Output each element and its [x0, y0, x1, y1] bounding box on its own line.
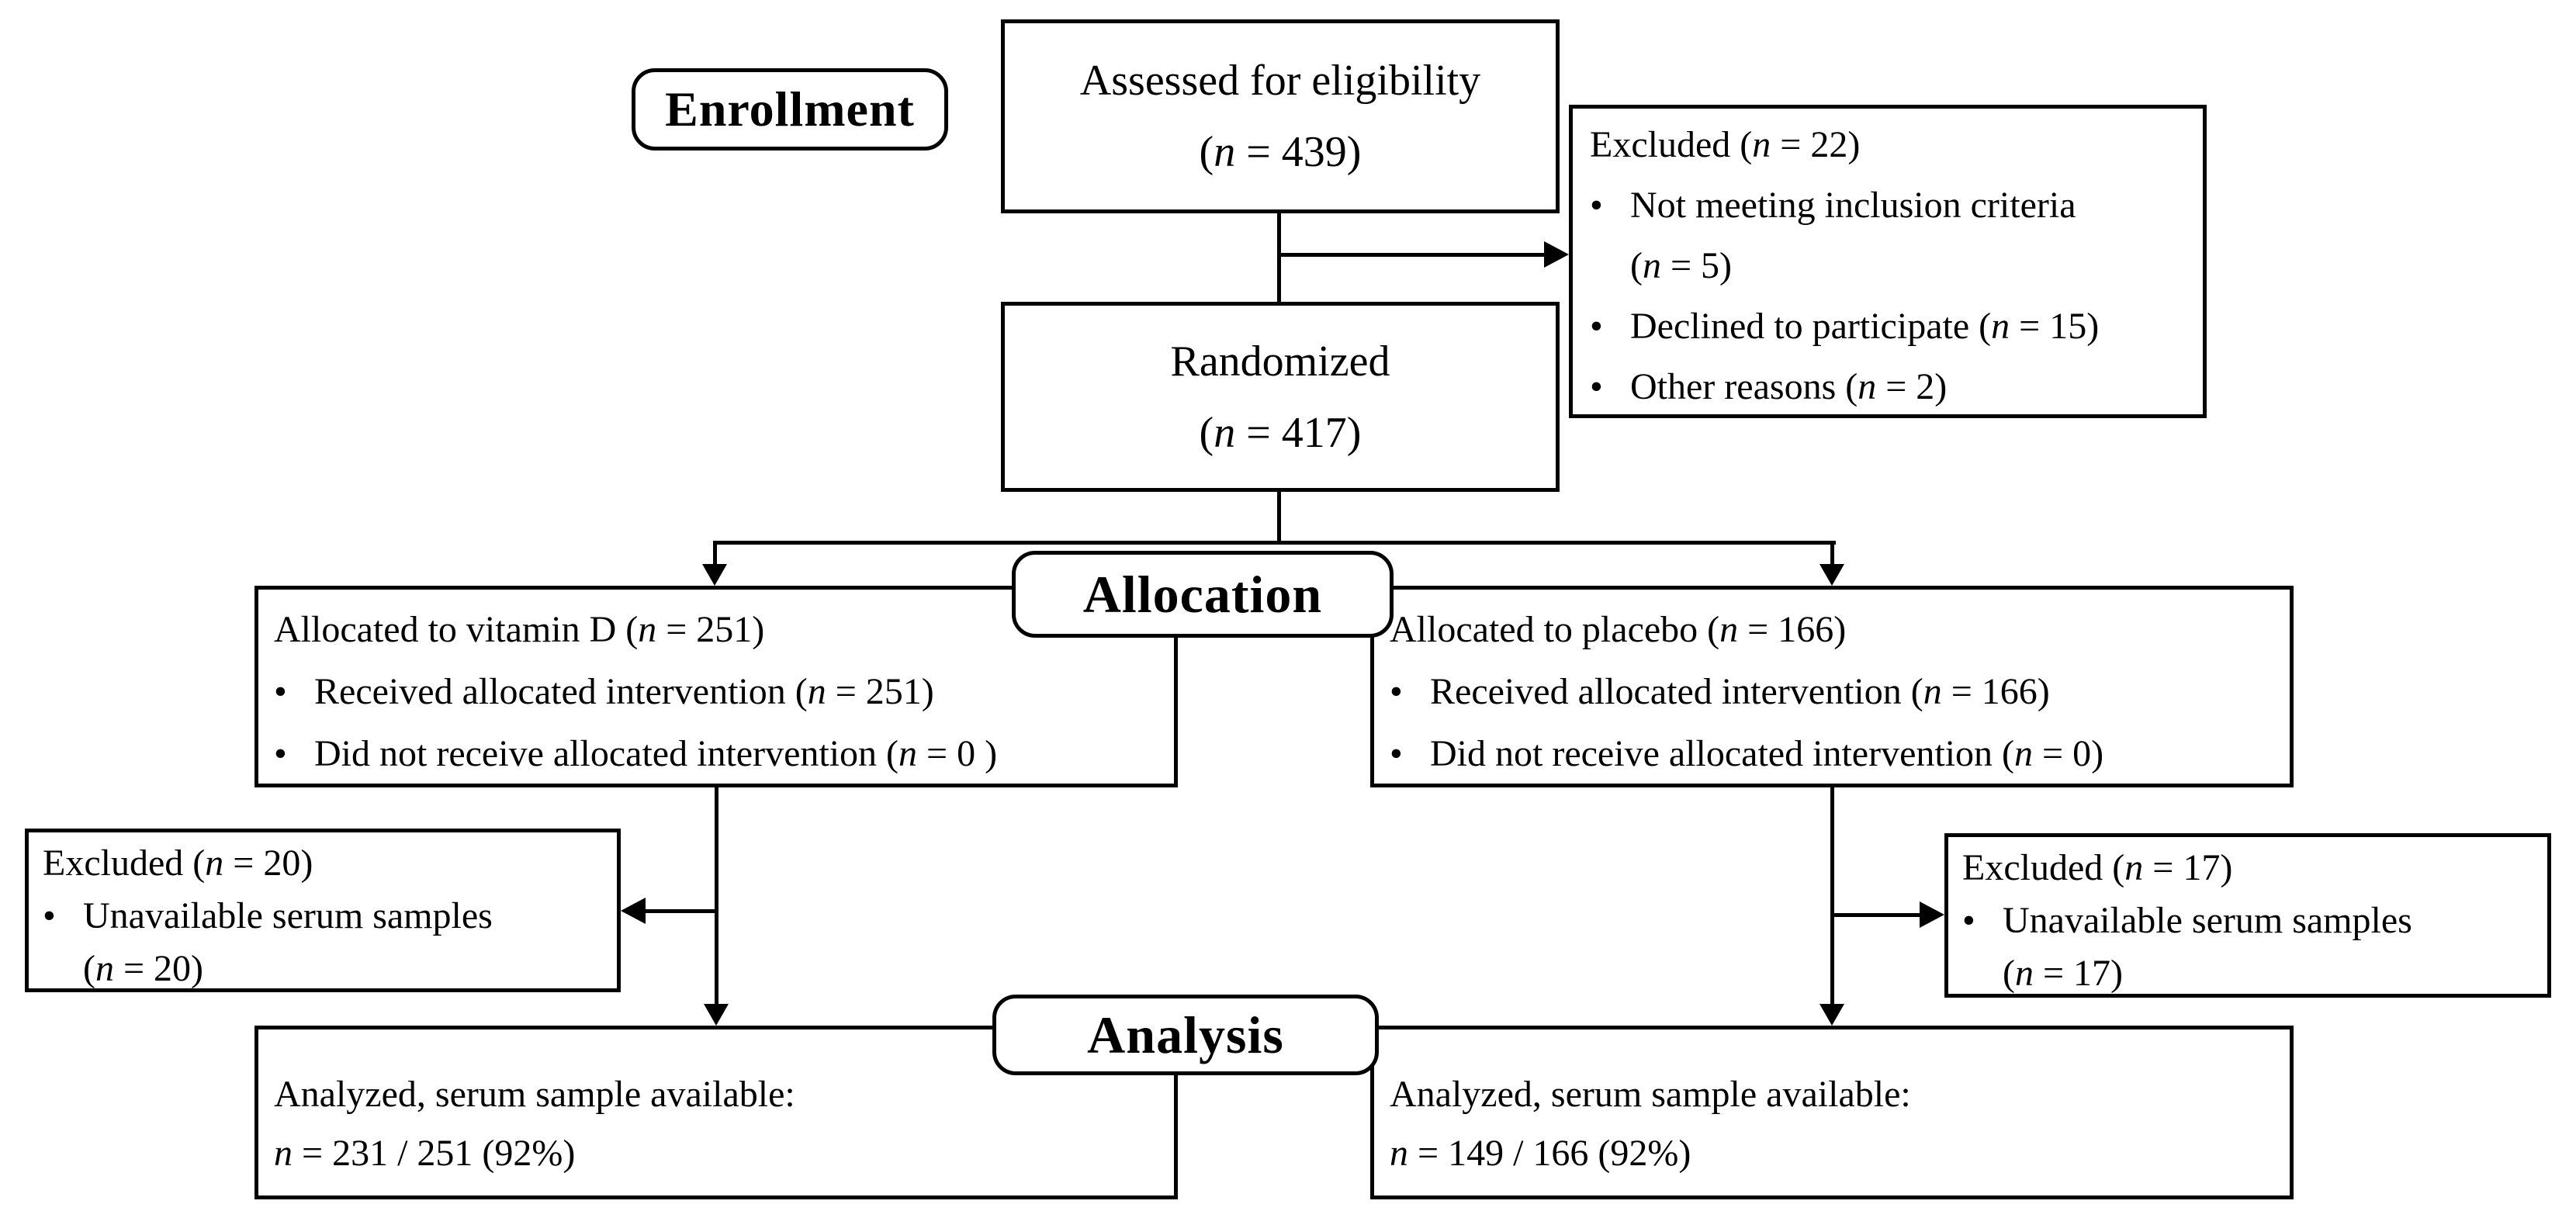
- bullet-icon: •: [1390, 733, 1403, 774]
- excluded-vitamin-bullet-1: • Unavailable serum samples(n = 20): [43, 890, 603, 995]
- excluded-top-bullet-2: • Declined to participate (n = 15): [1590, 296, 2186, 357]
- box-excluded-vitamin: Excluded (n = 20) • Unavailable serum sa…: [25, 829, 621, 992]
- alloc-vitamin-bullet-2: • Did not receive allocated intervention…: [274, 723, 1158, 785]
- box-allocated-placebo: Allocated to placebo (n = 166) • Receive…: [1370, 586, 2294, 787]
- excluded-placebo-bullet-1: • Unavailable serum samples(n = 17): [1962, 894, 2533, 1000]
- excluded-top-title: Excluded (n = 22): [1590, 124, 1861, 165]
- stage-label-allocation: Allocation: [1012, 551, 1394, 638]
- excluded-vitamin-title: Excluded (n = 20): [43, 843, 313, 884]
- alloc-vitamin-bullet-1: • Received allocated intervention (n = 2…: [274, 661, 1158, 723]
- connector-assessed-to-randomized: [1277, 213, 1281, 302]
- connector-to-excluded-vitamin: [646, 909, 718, 913]
- bullet-icon: •: [1590, 306, 1603, 347]
- box-randomized: Randomized (n = 417): [1001, 302, 1560, 492]
- arrowhead-analyzed-placebo-icon: [1819, 1004, 1844, 1026]
- alloc-placebo-bullet-2: • Did not receive allocated intervention…: [1390, 723, 2274, 785]
- stage-label-enrollment-text: Enrollment: [665, 81, 915, 137]
- connector-to-excluded-top: [1279, 253, 1546, 257]
- bullet-icon: •: [1390, 671, 1403, 712]
- analyzed-placebo-line-1: Analyzed, serum sample available:: [1390, 1074, 1911, 1115]
- bullet-icon: •: [43, 895, 56, 936]
- alloc-vitamin-title: Allocated to vitamin D (n = 251): [274, 609, 765, 650]
- arrowhead-excluded-top-icon: [1544, 241, 1569, 268]
- alloc-placebo-bullet-1: • Received allocated intervention (n = 1…: [1390, 661, 2274, 723]
- analyzed-vitamin-line-1: Analyzed, serum sample available:: [274, 1074, 795, 1115]
- bullet-icon: •: [1590, 185, 1603, 226]
- assessed-line-1: Assessed for eligibility: [1079, 57, 1481, 105]
- connector-vitamin-to-analysis: [715, 787, 718, 1006]
- stage-label-analysis: Analysis: [992, 995, 1379, 1075]
- bullet-icon: •: [1962, 900, 1975, 941]
- assessed-line-2: (n = 439): [1199, 128, 1362, 176]
- connector-to-excluded-placebo: [1832, 913, 1920, 917]
- excluded-top-bullet-3: • Other reasons (n = 2): [1590, 357, 2186, 417]
- connector-placebo-to-analysis: [1830, 787, 1834, 1006]
- excluded-top-bullet-1: • Not meeting inclusion criteria(n = 5): [1590, 175, 2186, 296]
- arrowhead-alloc-vitamin-icon: [702, 564, 727, 586]
- stage-label-allocation-text: Allocation: [1082, 564, 1323, 624]
- randomized-line-1: Randomized: [1170, 337, 1390, 386]
- alloc-placebo-title: Allocated to placebo (n = 166): [1390, 609, 1847, 650]
- connector-randomized-down: [1277, 492, 1281, 545]
- box-analyzed-placebo: Analyzed, serum sample available: n = 14…: [1370, 1026, 2294, 1199]
- analyzed-vitamin-line-2: n = 231 / 251 (92%): [274, 1133, 576, 1174]
- box-assessed-eligibility: Assessed for eligibility (n = 439): [1001, 19, 1560, 213]
- stage-label-analysis-text: Analysis: [1087, 1005, 1284, 1064]
- bullet-icon: •: [274, 671, 287, 712]
- arrowhead-excluded-vitamin-icon: [621, 898, 646, 924]
- arrowhead-excluded-placebo-icon: [1920, 901, 1944, 928]
- analyzed-placebo-line-2: n = 149 / 166 (92%): [1390, 1133, 1691, 1174]
- box-excluded-top: Excluded (n = 22) • Not meeting inclusio…: [1569, 105, 2207, 418]
- bullet-icon: •: [274, 733, 287, 774]
- connector-branch-left-down: [713, 541, 717, 566]
- arrowhead-alloc-placebo-icon: [1819, 564, 1844, 586]
- connector-allocation-branch: [715, 541, 1836, 545]
- randomized-line-2: (n = 417): [1199, 408, 1362, 457]
- stage-label-enrollment: Enrollment: [632, 68, 948, 151]
- excluded-placebo-title: Excluded (n = 17): [1962, 847, 2233, 888]
- connector-branch-right-down: [1830, 541, 1834, 566]
- box-excluded-placebo: Excluded (n = 17) • Unavailable serum sa…: [1944, 833, 2551, 998]
- arrowhead-analyzed-vitamin-icon: [704, 1004, 729, 1026]
- bullet-icon: •: [1590, 366, 1603, 407]
